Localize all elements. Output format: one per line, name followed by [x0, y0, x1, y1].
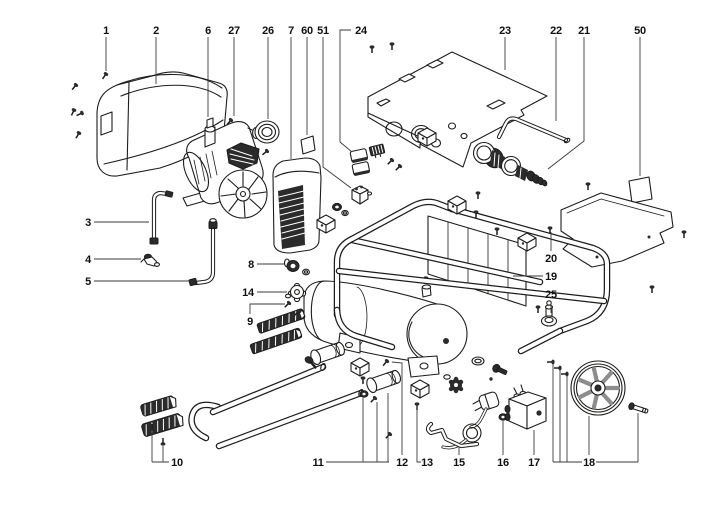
- callout-number-50: 50: [634, 25, 646, 37]
- part-belt-guard-cover: [272, 157, 322, 254]
- callout-number-24: 24: [355, 25, 368, 37]
- part-pipe-5: [188, 218, 218, 287]
- part-guard-plate: [560, 192, 674, 268]
- part-pressure-switch-17: [504, 384, 547, 430]
- callout-number-51: 51: [317, 25, 329, 37]
- part-ribbed-connector: [368, 143, 386, 159]
- part-screw-12: [380, 357, 391, 368]
- part-safety-valve-25: [540, 300, 558, 327]
- callout-number-13: 13: [421, 457, 433, 469]
- callout-leader-12: [391, 361, 403, 455]
- part-handle-tube-11: [188, 363, 365, 450]
- callout-leader-21: [547, 37, 585, 170]
- callout-number-1: 1: [103, 25, 109, 37]
- part-regulator-gauges: [472, 141, 548, 187]
- callout-number-7: 7: [288, 25, 294, 37]
- part-screw-1: [99, 70, 110, 82]
- plug: [472, 391, 500, 412]
- part-terminal-block-51: [351, 185, 373, 205]
- part-console-panel: [367, 51, 548, 168]
- callout-number-21: 21: [578, 25, 590, 37]
- callout-leader-10: [151, 432, 169, 463]
- part-allen-key: [496, 116, 571, 144]
- part-switch-24: [349, 148, 371, 176]
- part-rails-9: [249, 308, 306, 355]
- callout-number-10: 10: [171, 457, 183, 469]
- part-axle-bolt: [628, 402, 649, 414]
- part-sleeves-12: [304, 339, 403, 398]
- part-pipe-3: [149, 190, 174, 245]
- part-power-cord-15: [425, 391, 500, 450]
- part-label-50: [628, 176, 653, 204]
- callout-number-15: 15: [453, 457, 465, 469]
- callout-number-8: 8: [248, 259, 254, 271]
- callout-number-25: 25: [545, 289, 557, 301]
- callout-leader-11: [326, 393, 389, 463]
- callout-number-2: 2: [153, 25, 159, 37]
- callout-number-26: 26: [262, 25, 274, 37]
- part-dark-bolt: [492, 363, 508, 375]
- callout-number-12: 12: [396, 457, 408, 469]
- callout-number-19: 19: [545, 271, 557, 283]
- callout-number-17: 17: [528, 457, 540, 469]
- part-block-13: [410, 379, 430, 399]
- callout-leader-9: [249, 303, 285, 314]
- callout-number-5: 5: [85, 276, 91, 288]
- part-grips-10: [140, 395, 184, 437]
- callout-leader-13: [416, 404, 421, 463]
- callout-number-4: 4: [85, 254, 92, 266]
- part-grommet: [443, 374, 464, 394]
- callout-number-6: 6: [205, 25, 211, 37]
- part-label-60: [300, 135, 316, 155]
- callout-number-27: 27: [228, 25, 240, 37]
- callout-number-16: 16: [497, 457, 509, 469]
- callout-number-3: 3: [85, 217, 91, 229]
- part-oring: [471, 356, 485, 366]
- callout-leader-24: [339, 29, 353, 153]
- part-check-valve-8: [283, 258, 310, 276]
- callout-leader-51: [322, 37, 352, 189]
- callout-leader-18: [552, 363, 639, 463]
- callout-number-11: 11: [312, 457, 323, 469]
- part-filter-disc: [247, 120, 280, 144]
- part-drain-fitting-4: [140, 253, 160, 267]
- part-wheel-18: [570, 360, 626, 416]
- callout-number-9: 9: [247, 316, 253, 328]
- part-pump-motor: [182, 117, 268, 219]
- part-block-a: [350, 357, 370, 377]
- callout-number-22: 22: [550, 25, 562, 37]
- small-dot: [489, 377, 493, 381]
- part-grommet-rings: [332, 202, 349, 217]
- part-star-knob-14: [284, 282, 307, 303]
- callout-number-14: 14: [242, 287, 255, 299]
- callout-number-60: 60: [301, 25, 313, 37]
- callout-number-18: 18: [583, 457, 595, 469]
- callout-number-23: 23: [499, 25, 511, 37]
- callout-number-20: 20: [545, 253, 557, 265]
